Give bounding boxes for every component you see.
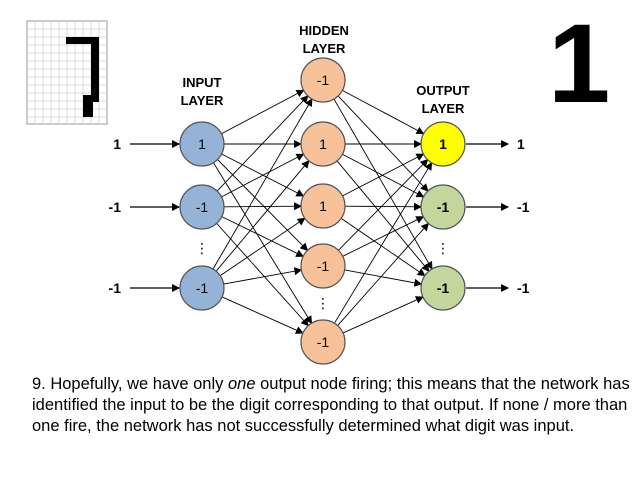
hidden-node: -1 bbox=[300, 319, 346, 365]
hidden-node: 1 bbox=[300, 183, 346, 229]
connection-edge bbox=[213, 162, 313, 325]
input-layer-title: INPUT LAYER bbox=[180, 75, 224, 108]
hidden-node-value: -1 bbox=[317, 258, 330, 274]
hidden-layer-title: HIDDEN LAYER bbox=[299, 23, 349, 56]
connection-edge bbox=[221, 89, 305, 135]
output-node-value: -1 bbox=[437, 280, 450, 296]
network-nodes: 1 -1 -1 -1 1 1 -1 -1 1 -1 -1 bbox=[179, 57, 466, 365]
hidden-node-value: 1 bbox=[319, 198, 327, 214]
signal-labels: 1 -1 -1 1 -1 -1 bbox=[109, 136, 530, 296]
output-layer-title: OUTPUT LAYER bbox=[416, 83, 470, 116]
connection-edge bbox=[212, 98, 313, 270]
connection-edge bbox=[219, 217, 306, 277]
connection-edge bbox=[221, 153, 305, 198]
input-node-value: -1 bbox=[196, 280, 209, 296]
hidden-node: -1 bbox=[300, 57, 346, 103]
input-node-value: 1 bbox=[198, 136, 206, 152]
input-signal: -1 bbox=[109, 280, 122, 296]
output-node-value: 1 bbox=[439, 136, 447, 152]
hidden-node-value: -1 bbox=[317, 334, 330, 350]
connection-edge bbox=[221, 296, 304, 334]
output-node: 1 bbox=[420, 121, 466, 167]
input-node: -1 bbox=[179, 265, 225, 311]
connection-edge bbox=[223, 267, 303, 285]
connection-edge bbox=[342, 153, 425, 197]
connection-edge bbox=[342, 89, 425, 135]
connection-edge bbox=[337, 222, 430, 326]
connection-edge bbox=[342, 216, 425, 257]
connection-edge bbox=[342, 296, 424, 334]
caption-emphasis: one bbox=[227, 375, 256, 393]
caption-part-1: 9. Hopefully, we have only bbox=[32, 375, 228, 393]
input-node: 1 bbox=[179, 121, 225, 167]
connection-edge bbox=[216, 223, 309, 327]
hidden-node: -1 bbox=[300, 243, 346, 289]
connection-edge bbox=[216, 95, 309, 192]
caption-text: 9. Hopefully, we have only one output no… bbox=[32, 374, 632, 437]
input-node: -1 bbox=[179, 184, 225, 230]
signal-arrows bbox=[130, 140, 509, 292]
digit-grid-image bbox=[26, 20, 108, 125]
connection-edge bbox=[334, 161, 433, 324]
ellipsis: ⋮ bbox=[436, 241, 450, 257]
output-signal: -1 bbox=[517, 199, 530, 215]
connection-edges bbox=[212, 89, 433, 334]
ellipsis: ⋮ bbox=[195, 241, 209, 257]
hidden-node-value: 1 bbox=[319, 136, 327, 152]
input-node-value: -1 bbox=[196, 199, 209, 215]
ellipsis: ⋮ bbox=[316, 296, 330, 312]
connection-edge bbox=[215, 160, 310, 272]
output-node: -1 bbox=[420, 184, 466, 230]
caption-part-2: output node firing; this means that the … bbox=[32, 375, 630, 435]
connection-edge bbox=[221, 216, 305, 257]
connection-edge bbox=[336, 160, 430, 272]
input-signal: -1 bbox=[109, 199, 122, 215]
connection-edge bbox=[344, 269, 423, 287]
output-signal: -1 bbox=[517, 280, 530, 296]
output-node-value: -1 bbox=[437, 199, 450, 215]
ellipsis-marks: ⋮ ⋮ ⋮ bbox=[195, 241, 450, 312]
connection-edge bbox=[340, 218, 426, 277]
output-node: -1 bbox=[420, 265, 466, 311]
recognized-digit: 1 bbox=[548, 1, 611, 126]
input-signal: 1 bbox=[113, 136, 121, 152]
hidden-node-value: -1 bbox=[317, 72, 330, 88]
connection-edge bbox=[223, 202, 303, 211]
hidden-node: 1 bbox=[300, 121, 346, 167]
output-signal: 1 bbox=[517, 136, 525, 152]
connection-edge bbox=[344, 202, 423, 211]
connection-edge bbox=[333, 98, 433, 270]
digit-seven-stroke bbox=[66, 37, 99, 117]
connection-edge bbox=[338, 158, 429, 251]
